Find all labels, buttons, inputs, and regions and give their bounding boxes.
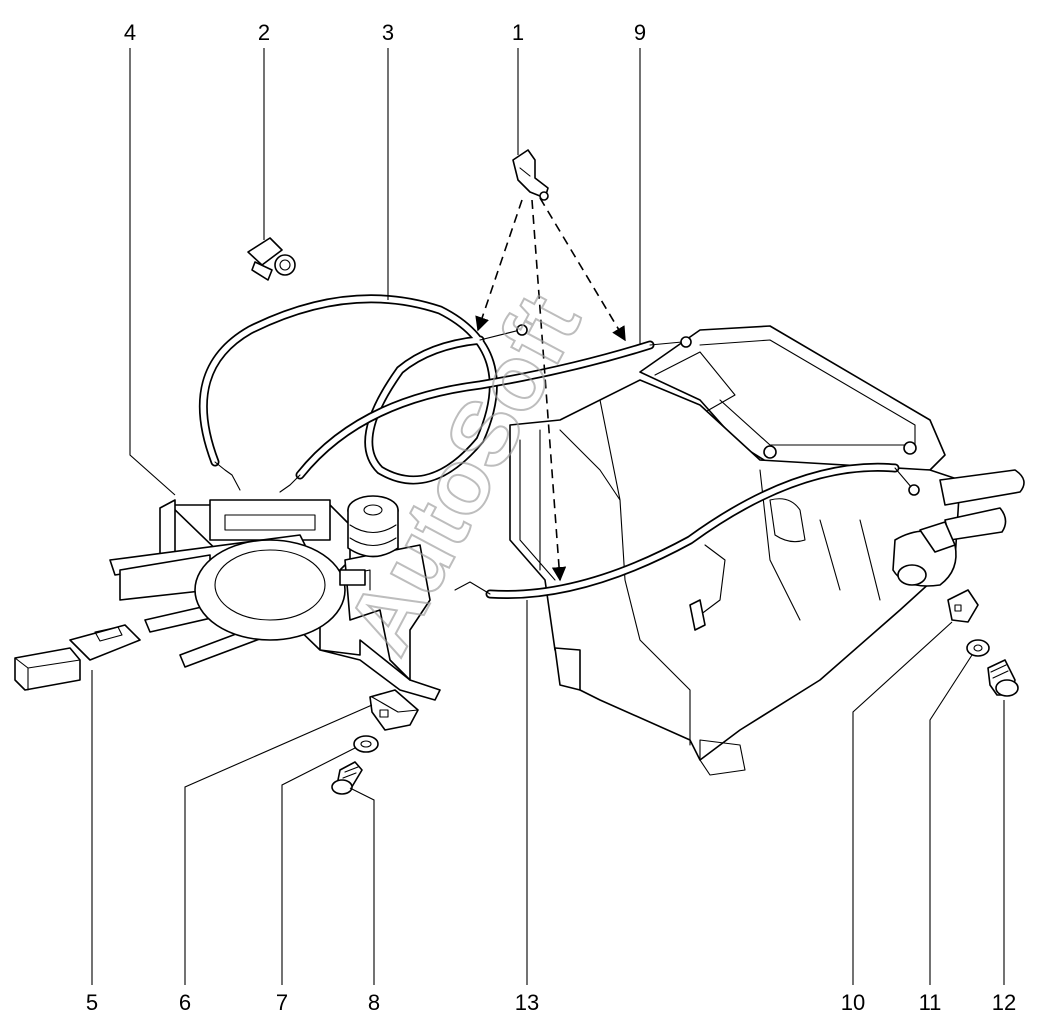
heater-housing xyxy=(509,325,1025,776)
nut-clip-part-10 xyxy=(947,589,979,623)
assembly-arrows xyxy=(475,197,626,582)
washer-part-11 xyxy=(966,639,990,657)
callout-9: 9 xyxy=(634,20,646,45)
callout-numbers: 1 2 3 4 9 5 6 7 8 13 10 11 12 xyxy=(86,20,1016,1015)
control-knob-part-5 xyxy=(14,624,141,691)
callout-12: 12 xyxy=(992,990,1016,1015)
nut-clip-part-6 xyxy=(369,689,419,731)
leader-8 xyxy=(349,787,375,985)
washer-part-7 xyxy=(353,735,379,753)
callout-1: 1 xyxy=(512,20,524,45)
hose-clip-part-2 xyxy=(247,237,296,281)
cable-clip-part-1 xyxy=(512,149,549,201)
screw-part-12 xyxy=(987,659,1019,697)
cable-part-13 xyxy=(454,462,920,600)
callout-11: 11 xyxy=(919,990,942,1015)
callout-10: 10 xyxy=(841,990,865,1015)
screw-part-8 xyxy=(331,761,363,795)
callout-3: 3 xyxy=(382,20,394,45)
cable-part-3 xyxy=(198,294,528,491)
callout-2: 2 xyxy=(258,20,270,45)
leader-4 xyxy=(129,48,176,496)
leader-11 xyxy=(929,654,973,985)
leader-10 xyxy=(852,621,953,985)
leader-lines xyxy=(91,48,1005,985)
callout-7: 7 xyxy=(276,990,288,1015)
callout-4: 4 xyxy=(124,20,136,45)
callout-8: 8 xyxy=(368,990,380,1015)
callout-5: 5 xyxy=(86,990,98,1015)
control-lever-assembly xyxy=(109,495,441,701)
callout-6: 6 xyxy=(179,990,191,1015)
leader-6 xyxy=(184,704,373,985)
leader-7 xyxy=(281,747,356,985)
cable-part-9 xyxy=(279,336,692,493)
callout-13: 13 xyxy=(515,990,539,1015)
